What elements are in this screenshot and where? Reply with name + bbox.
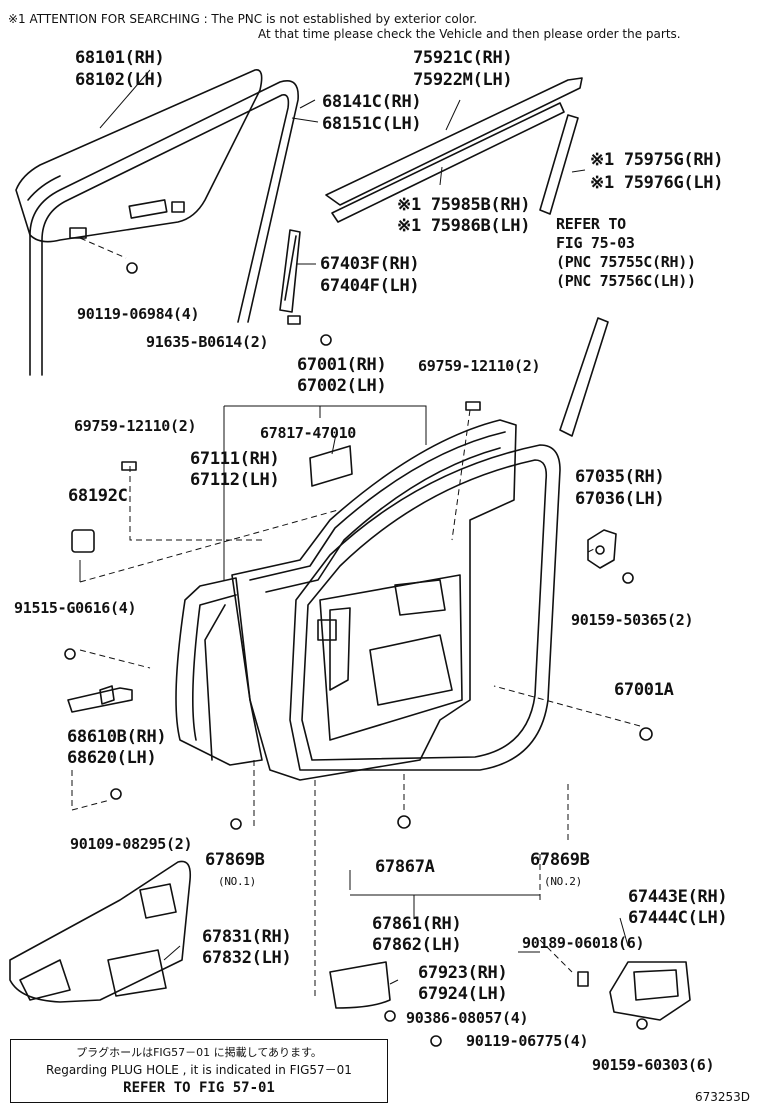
door-hinge-drawing	[587, 529, 617, 569]
part-label-67817-47010[interactable]: 67817-47010	[260, 424, 357, 442]
door-panel-drawing	[231, 419, 517, 781]
bolt-drawings	[64, 262, 653, 1047]
part-label-68141c[interactable]: 68141C(RH)	[322, 92, 422, 112]
refer-to-line4: (PNC 75756C(LH))	[556, 272, 696, 290]
part-label-67036[interactable]: 67036(LH)	[575, 489, 665, 509]
door-frame-tape-drawing	[539, 114, 579, 215]
part-label-68192c[interactable]: 68192C	[68, 486, 128, 506]
part-label-67831[interactable]: 67831(RH)	[202, 927, 292, 947]
part-label-67111[interactable]: 67111(RH)	[190, 449, 280, 469]
plug-hole-note-jp: プラグホールはFIG57－01 に掲載してあります。	[76, 1046, 322, 1059]
refer-to-line2[interactable]: FIG 75-03	[556, 234, 635, 252]
part-label-75985b[interactable]: ※1 75985B(RH)	[397, 195, 531, 215]
pillar-garnish-drawing	[559, 317, 609, 437]
part-label-90159-60303[interactable]: 90159-60303(6)	[592, 1056, 715, 1074]
part-label-67867a[interactable]: 67867A	[375, 857, 435, 877]
part-label-69759-12110-right[interactable]: 69759-12110(2)	[418, 357, 541, 375]
refer-to-line1: REFER TO	[556, 215, 626, 233]
outside-molding-drawing	[325, 77, 583, 223]
part-sublabel-no2: (NO.2)	[544, 875, 582, 888]
part-label-67443e[interactable]: 67443E(RH)	[628, 887, 728, 907]
part-label-90119-06775[interactable]: 90119-06775(4)	[466, 1032, 589, 1050]
part-label-68610b[interactable]: 68610B(RH)	[67, 727, 167, 747]
door-weatherstrip-drawing	[289, 444, 561, 771]
plug-hole-note-en: Regarding PLUG HOLE , it is indicated in…	[46, 1063, 352, 1077]
part-label-75922m[interactable]: 75922M(LH)	[413, 70, 513, 90]
clip-69759-left-drawing	[121, 461, 137, 471]
attention-note-line1: ※1 ATTENTION FOR SEARCHING : The PNC is …	[8, 12, 478, 26]
part-label-68102[interactable]: 68102(LH)	[75, 70, 165, 90]
clip-69759-right-drawing	[465, 401, 481, 411]
part-label-68151c[interactable]: 68151C(LH)	[322, 114, 422, 134]
part-label-91635-b0614[interactable]: 91635-B0614(2)	[146, 333, 269, 351]
rear-channel-drawing	[279, 229, 301, 325]
part-label-67002[interactable]: 67002(LH)	[297, 376, 387, 396]
part-label-90109-08295[interactable]: 90109-08295(2)	[70, 835, 193, 853]
pad-67923-drawing	[329, 961, 391, 1009]
part-label-90386-08057[interactable]: 90386-08057(4)	[406, 1009, 529, 1027]
part-label-67862[interactable]: 67862(LH)	[372, 935, 462, 955]
part-label-67001a[interactable]: 67001A	[614, 680, 674, 700]
part-label-75975g[interactable]: ※1 75975G(RH)	[590, 150, 724, 170]
refer-to-line3: (PNC 75755C(RH))	[556, 253, 696, 271]
part-label-67869b-no1[interactable]: 67869B	[205, 850, 265, 870]
part-label-68101[interactable]: 68101(RH)	[75, 48, 165, 68]
plug-hole-note-box: プラグホールはFIG57－01 に掲載してあります。 Regarding PLU…	[10, 1039, 388, 1103]
part-label-67001[interactable]: 67001(RH)	[297, 355, 387, 375]
part-label-67924[interactable]: 67924(LH)	[418, 984, 508, 1004]
glass-run-drawing	[29, 80, 299, 376]
part-label-67832[interactable]: 67832(LH)	[202, 948, 292, 968]
part-label-67861[interactable]: 67861(RH)	[372, 914, 462, 934]
attention-note-line2: At that time please check the Vehicle an…	[258, 27, 681, 41]
part-label-67444c[interactable]: 67444C(LH)	[628, 908, 728, 928]
leader-lines	[79, 69, 629, 985]
part-label-75986b[interactable]: ※1 75986B(LH)	[397, 216, 531, 236]
door-shell-drawing	[175, 577, 263, 766]
part-label-90189-06018[interactable]: 90189-06018(6)	[522, 934, 645, 952]
part-label-90119-06984[interactable]: 90119-06984(4)	[77, 305, 200, 323]
dashed-leader-lines	[71, 237, 641, 1000]
plug-hole-refer-link[interactable]: REFER TO FIG 57-01	[123, 1080, 275, 1096]
service-hole-cover-drawing	[609, 961, 691, 1021]
plug-68192c-drawing	[71, 529, 95, 553]
figure-id: 673253D	[694, 1090, 750, 1104]
part-label-69759-12110-left[interactable]: 69759-12110(2)	[74, 417, 197, 435]
part-sublabel-no1: (NO.1)	[218, 875, 256, 888]
part-label-75921c[interactable]: 75921C(RH)	[413, 48, 513, 68]
seal-67817-drawing	[309, 445, 353, 487]
part-label-75976g[interactable]: ※1 75976G(LH)	[590, 173, 724, 193]
part-label-90159-50365[interactable]: 90159-50365(2)	[571, 611, 694, 629]
part-label-68620[interactable]: 68620(LH)	[67, 748, 157, 768]
part-label-67112[interactable]: 67112(LH)	[190, 470, 280, 490]
door-trim-drawing	[9, 860, 192, 1003]
part-label-91515-g0616[interactable]: 91515-G0616(4)	[14, 599, 137, 617]
door-glass-drawing	[15, 69, 263, 243]
part-label-67404f[interactable]: 67404F(LH)	[320, 276, 420, 296]
part-label-67923[interactable]: 67923(RH)	[418, 963, 508, 983]
part-label-67869b-no2[interactable]: 67869B	[530, 850, 590, 870]
part-label-67403f[interactable]: 67403F(RH)	[320, 254, 420, 274]
door-check-drawing	[67, 685, 133, 713]
part-label-67035[interactable]: 67035(RH)	[575, 467, 665, 487]
